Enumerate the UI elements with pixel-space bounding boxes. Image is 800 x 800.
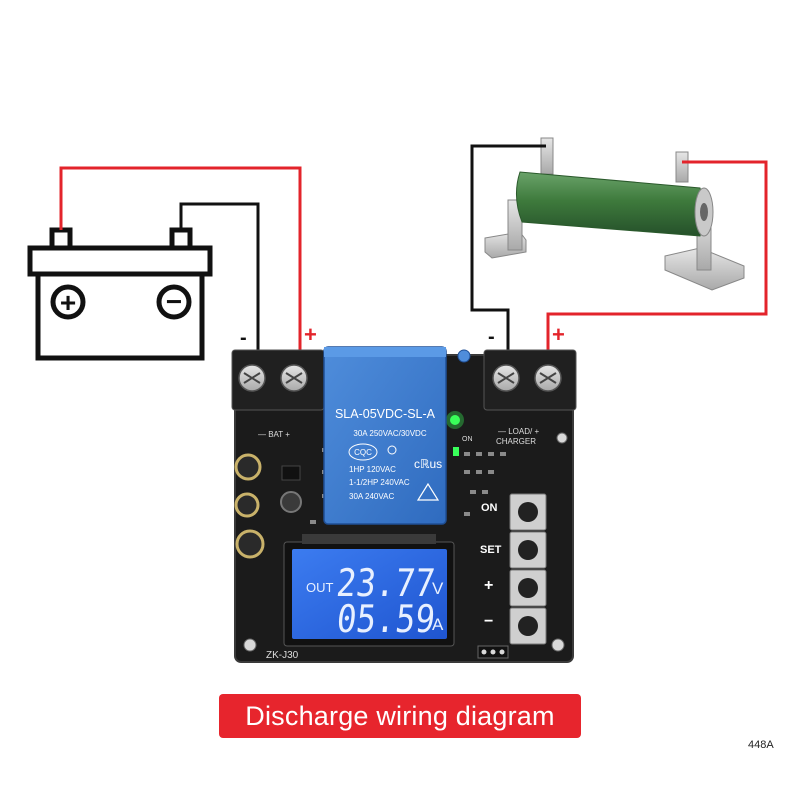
capacitor-2 xyxy=(234,492,260,518)
relay-vent xyxy=(457,349,471,363)
product-code: 448A xyxy=(748,739,774,751)
battery-positive-icon xyxy=(50,284,86,320)
model-label: ZK-J30 xyxy=(266,650,299,661)
lcd-out-label: OUT xyxy=(306,580,334,595)
control-board: — BAT + — LOAD/ + CHARGER ON SLA-05VDC- xyxy=(231,346,577,663)
relay-model: SLA-05VDC-SL-A xyxy=(335,407,436,421)
on-indicator-label: ON xyxy=(462,436,473,443)
relay-warning-icon xyxy=(416,482,440,501)
lcd-voltage-unit: V xyxy=(432,579,444,598)
button-panel: ON SET + − xyxy=(480,493,547,645)
relay-hp-1: 1HP 120VAC xyxy=(349,465,396,474)
inductor xyxy=(280,491,302,513)
button-label-on: ON xyxy=(481,502,498,514)
load-negative-wire xyxy=(470,144,546,352)
load-terminal-screw-plus-slot xyxy=(539,372,557,384)
caption-text: Discharge wiring diagram xyxy=(245,700,555,731)
mounting-hole-bottom-left xyxy=(243,638,257,652)
load-wire-minus-label: - xyxy=(488,326,495,348)
resistor-tab-left xyxy=(540,137,554,175)
battery-wire-plus-label: + xyxy=(304,322,317,347)
lcd-current: 05.59 xyxy=(335,597,438,641)
lcd-screen xyxy=(292,549,447,639)
bat-terminal-screw-minus-slot xyxy=(243,372,261,384)
lcd-current-unit: A xyxy=(432,615,444,634)
on-led xyxy=(453,447,459,456)
bat-terminal-screw-plus-slot xyxy=(285,372,303,384)
relay-rating-1: 30A 250VAC/30VDC xyxy=(353,429,426,438)
chip-small xyxy=(281,465,301,481)
caption-banner: Discharge wiring diagram xyxy=(219,694,581,738)
load-positive-wire xyxy=(546,160,768,352)
set-button[interactable] xyxy=(509,531,547,569)
resistor-end-hole xyxy=(700,203,708,221)
lcd-connector xyxy=(302,534,436,544)
battery-negative-wire xyxy=(179,202,260,352)
capacitor-1 xyxy=(234,453,262,481)
ul-mark-icon: cℝus xyxy=(414,457,442,471)
bat-label: — BAT + xyxy=(258,430,290,439)
battery-lid xyxy=(27,245,213,277)
status-led xyxy=(450,415,460,425)
battery-positive-symbol: + xyxy=(60,287,76,318)
charger-label: CHARGER xyxy=(496,437,536,446)
battery-positive-wire xyxy=(59,166,302,352)
load-terminal-screw-minus-slot xyxy=(497,372,515,384)
button-label-set: SET xyxy=(480,544,502,556)
mounting-hole-top-right xyxy=(556,432,568,444)
load-wire-plus-label: + xyxy=(552,322,565,347)
battery: + − xyxy=(27,227,213,361)
capacitor-3 xyxy=(235,529,265,559)
relay-rating-2: 30A 240VAC xyxy=(349,492,394,501)
plus-button[interactable] xyxy=(509,569,547,607)
status-led-glow xyxy=(446,411,464,429)
load-label: — LOAD/ + xyxy=(498,427,539,436)
button-label-minus: − xyxy=(484,613,493,630)
battery-terminal-negative xyxy=(169,227,193,251)
minus-button[interactable] xyxy=(509,607,547,645)
resistor-tab-right xyxy=(675,151,689,183)
relay-cert: CQC xyxy=(354,448,372,457)
lcd-voltage: 23.77 xyxy=(334,561,437,605)
header-pins xyxy=(477,645,509,659)
relay-top-ridge xyxy=(324,347,446,357)
relay-ring-icon xyxy=(387,445,397,455)
mounting-hole-bottom-right xyxy=(551,638,565,652)
power-resistor xyxy=(484,137,745,291)
relay-hp-2: 1-1/2HP 240VAC xyxy=(349,478,410,487)
relay-cert-badge xyxy=(348,443,378,461)
battery-negative-symbol: − xyxy=(166,286,182,317)
battery-terminal-positive xyxy=(49,227,73,251)
battery-negative-icon xyxy=(156,284,192,320)
button-label-plus: + xyxy=(484,577,493,594)
battery-wire-minus-label: - xyxy=(240,327,247,349)
on-button[interactable] xyxy=(509,493,547,531)
